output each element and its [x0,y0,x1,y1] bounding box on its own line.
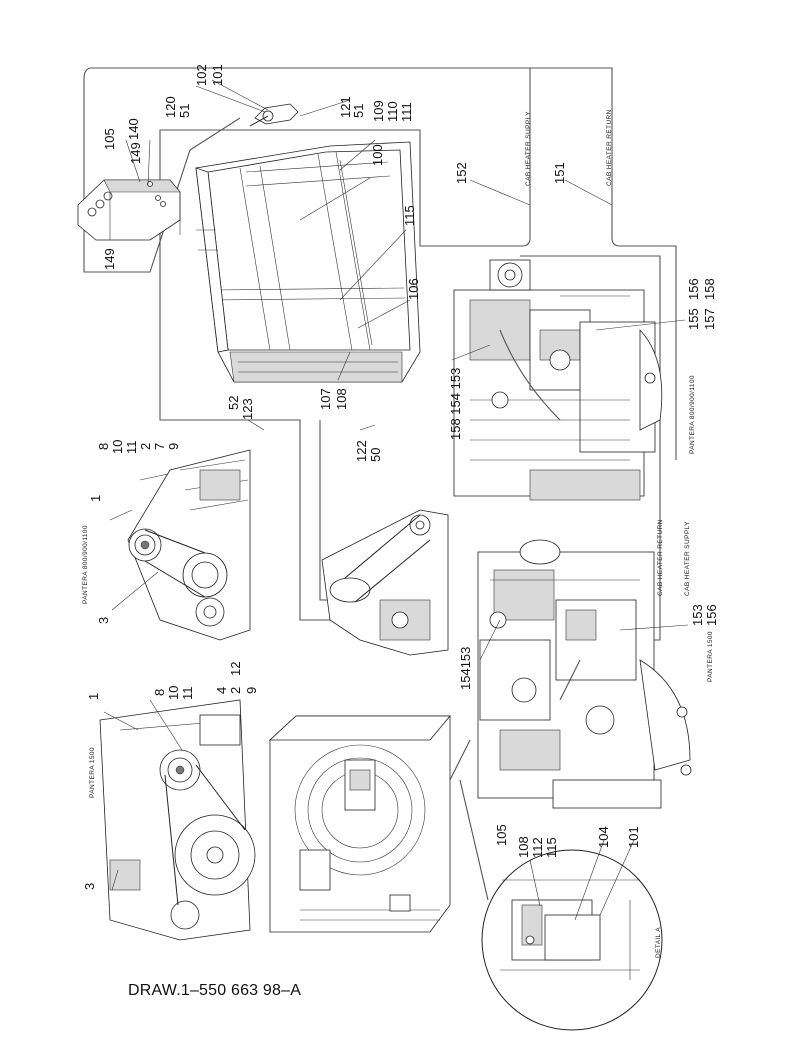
cab-heater-unit [77,179,181,241]
callout-121: 121 [338,96,353,118]
compressor-closeup-800 [127,449,251,641]
callout-100: 100 [370,144,385,166]
callout-9-lower: 9 [244,687,259,694]
model-label-1500-right: PANTERA 1500 [707,631,714,682]
callout-140: 140 [126,118,141,140]
callout-111: 111 [399,102,414,122]
callout-122: 122 [354,440,369,462]
detail-a-label: DETAIL A [655,927,662,958]
callout-123: 123 [240,398,255,420]
callout-2: 2 [138,443,153,450]
hose-label-return-mid: CAB HEATER RETURN [657,519,664,596]
callout-1-lower: 1 [86,693,101,700]
callout-108-detail: 108 [516,836,531,858]
callout-8-lower: 8 [152,689,167,696]
engine-800-top-right [453,259,663,501]
callout-149-lower: 149 [102,248,117,270]
callout-12: 12 [228,662,243,676]
callout-3-lower: 3 [82,883,97,890]
callout-152: 152 [454,162,469,184]
callout-108: 108 [334,388,349,410]
model-label-1500-left: PANTERA 1500 [89,747,96,798]
callout-106: 106 [406,278,421,300]
callout-11-lower: 11 [180,687,195,701]
callout-101: 101 [210,64,225,86]
callout-149: 149 [128,142,143,164]
callout-109: 109 [371,100,386,122]
callout-102: 102 [194,64,209,86]
callout-7: 7 [152,443,167,450]
valve-assembly [249,103,299,127]
callout-52: 52 [226,396,241,410]
radiator-frame [195,141,421,383]
callout-158-154-153: 158 154 153 [448,368,463,440]
callout-112: 112 [530,837,545,858]
callout-110: 110 [385,101,400,122]
compressor-closeup-1500 [99,699,256,941]
callout-115-detail: 115 [544,837,559,858]
callout-154153: 154153 [458,647,473,690]
callout-156: 156 [686,278,701,300]
callout-2-lower: 2 [228,687,243,694]
callout-155: 155 [686,308,701,330]
hose-label-supply-mid: CAB HEATER SUPPLY [684,521,691,596]
callout-104: 104 [596,826,611,848]
callout-9: 9 [166,443,181,450]
callout-120: 120 [163,96,178,118]
model-label-800-left: PANTERA 800/900/1100 [82,525,89,604]
callout-4: 4 [214,687,229,694]
callout-1: 1 [88,495,103,502]
hose-label-return-top: CAB HEATER RETURN [606,109,613,186]
callout-51: 51 [177,104,192,118]
callout-labels: 101 102 120 51 140 149 105 149 121 51 10… [82,64,719,890]
callout-157: 157 [702,308,717,330]
callout-10: 10 [110,440,125,454]
callout-3: 3 [96,617,111,624]
callout-51-right: 51 [351,104,366,118]
belt-drive-view [321,509,449,656]
leader-lines [103,79,689,921]
callout-156-lower: 156 [704,604,719,626]
callout-11: 11 [124,441,139,455]
small-labels: CAB HEATER SUPPLY CAB HEATER RETURN CAB … [82,109,714,958]
detail-a-view [481,849,663,1031]
callout-158: 158 [702,278,717,300]
model-label-800-right: PANTERA 800/900/1100 [689,375,696,454]
callout-105-detail: 105 [494,824,509,846]
callout-101-detail: 101 [626,826,641,848]
callout-153: 153 [690,604,705,626]
callout-50: 50 [368,448,383,462]
drawing-number: DRAW.1–550 663 98–A [128,982,302,999]
hose-label-supply-top: CAB HEATER SUPPLY [525,111,532,186]
callout-115: 115 [402,205,417,226]
callout-151: 151 [552,162,567,184]
callout-10-lower: 10 [166,686,181,700]
callout-8: 8 [96,443,111,450]
callout-105: 105 [102,128,117,150]
callout-107: 107 [318,388,333,410]
radiator-tank-assembly [268,715,489,933]
hose-routing [83,67,677,641]
engine-1500-bottom-right [477,539,692,809]
